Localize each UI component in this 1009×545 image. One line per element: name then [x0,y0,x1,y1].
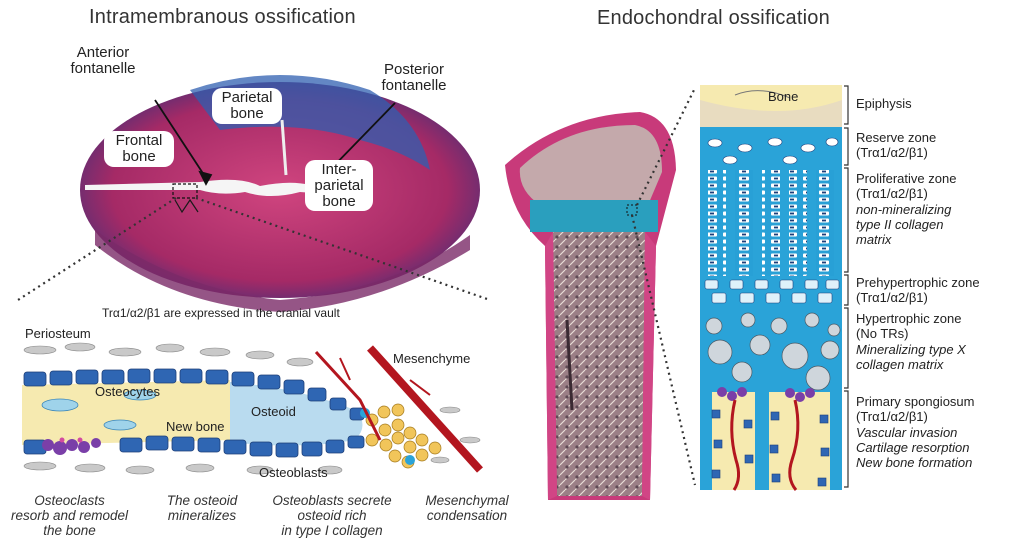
mesenchyme-label: Mesenchyme [393,351,470,366]
zone-primary-spongiosum: Primary spongiosum (Trα1/α2/β1) Vascular… [856,394,975,471]
heading-endochondral: Endochondral ossification [597,7,830,30]
new-bone-label: New bone [166,419,225,434]
periosteum-label: Periosteum [25,326,91,341]
growth-plate-bone-label: Bone [768,89,798,104]
zone-epiphysis: Epiphysis [856,96,912,111]
parietal-bone-label: Parietal bone [212,88,282,124]
growth-plate-diagram [700,85,842,490]
zone-proliferative: Proliferative zone (Trα1/α2/β1) non-mine… [856,171,956,248]
posterior-fontanelle-label: Posterior fontanelle [364,62,464,94]
osteocytes-label: Osteocytes [95,384,160,399]
long-bone-specimen [505,112,676,500]
zone-reserve: Reserve zone (Trα1/α2/β1) [856,130,936,161]
osteoblasts-label: Osteoblasts [259,465,328,480]
zone-hypertrophic: Hypertrophic zone (No TRs) Mineralizing … [856,311,966,372]
interparietal-bone-label: Inter- parietal bone [305,160,373,211]
zone-brackets [844,86,848,487]
heading-intramembranous: Intramembranous ossification [89,6,356,29]
zone-prehypertrophic: Prehypertrophic zone (Trα1/α2/β1) [856,275,980,306]
expression-note: Trα1/α2/β1 are expressed in the cranial … [102,306,340,320]
frontal-bone-label: Frontal bone [104,131,174,167]
anterior-fontanelle-label: Anterior fontanelle [48,45,158,77]
osteoid-label: Osteoid [251,404,296,419]
